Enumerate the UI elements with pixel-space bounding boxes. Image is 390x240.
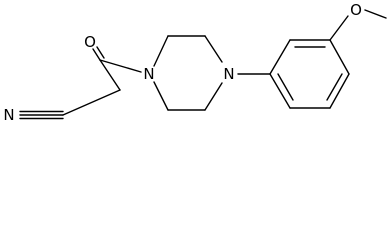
bond-ring-n4-c5	[204, 82, 223, 111]
bond-ring-c6-n1	[153, 81, 169, 111]
structure-diagram: N O N N	[3, 1, 387, 120]
bond-aryl-6	[269, 73, 291, 109]
bond-methoxy-methyl	[364, 9, 387, 19]
bond-aryl-1	[269, 39, 291, 75]
molecule-drawing: N O N N	[3, 1, 387, 120]
nitrile-group: N	[3, 106, 64, 120]
bond-ring-n1-c2	[153, 35, 169, 67]
bond-ring-c3-n4	[204, 35, 223, 63]
bond-aryl-methoxy-o	[329, 15, 349, 41]
bond-aryl-3	[329, 39, 350, 75]
benzene-ring	[269, 39, 350, 109]
atom-piperazine-n1: N	[143, 65, 154, 83]
bond-carbonyl-double-2	[96, 46, 105, 59]
atom-carbonyl-o: O	[84, 33, 96, 51]
atom-piperazine-n4: N	[223, 65, 234, 83]
bond-aryl-4	[329, 73, 350, 109]
bond-aryl-inner-3	[277, 73, 294, 101]
atom-methoxy-o: O	[350, 1, 362, 19]
bond-carbonyl-n1	[99, 59, 142, 73]
bond-aryl-inner-2	[326, 73, 343, 101]
bond-ch2-carbonyl	[99, 59, 121, 91]
carbonyl-group: O	[84, 33, 105, 61]
methoxy-group: O	[329, 1, 387, 41]
atom-nitrile-n: N	[3, 106, 14, 120]
bond-ch2-nitrile	[62, 89, 121, 116]
bond-carbonyl-double-1	[92, 48, 101, 61]
piperazine-ring: N N	[143, 35, 235, 111]
